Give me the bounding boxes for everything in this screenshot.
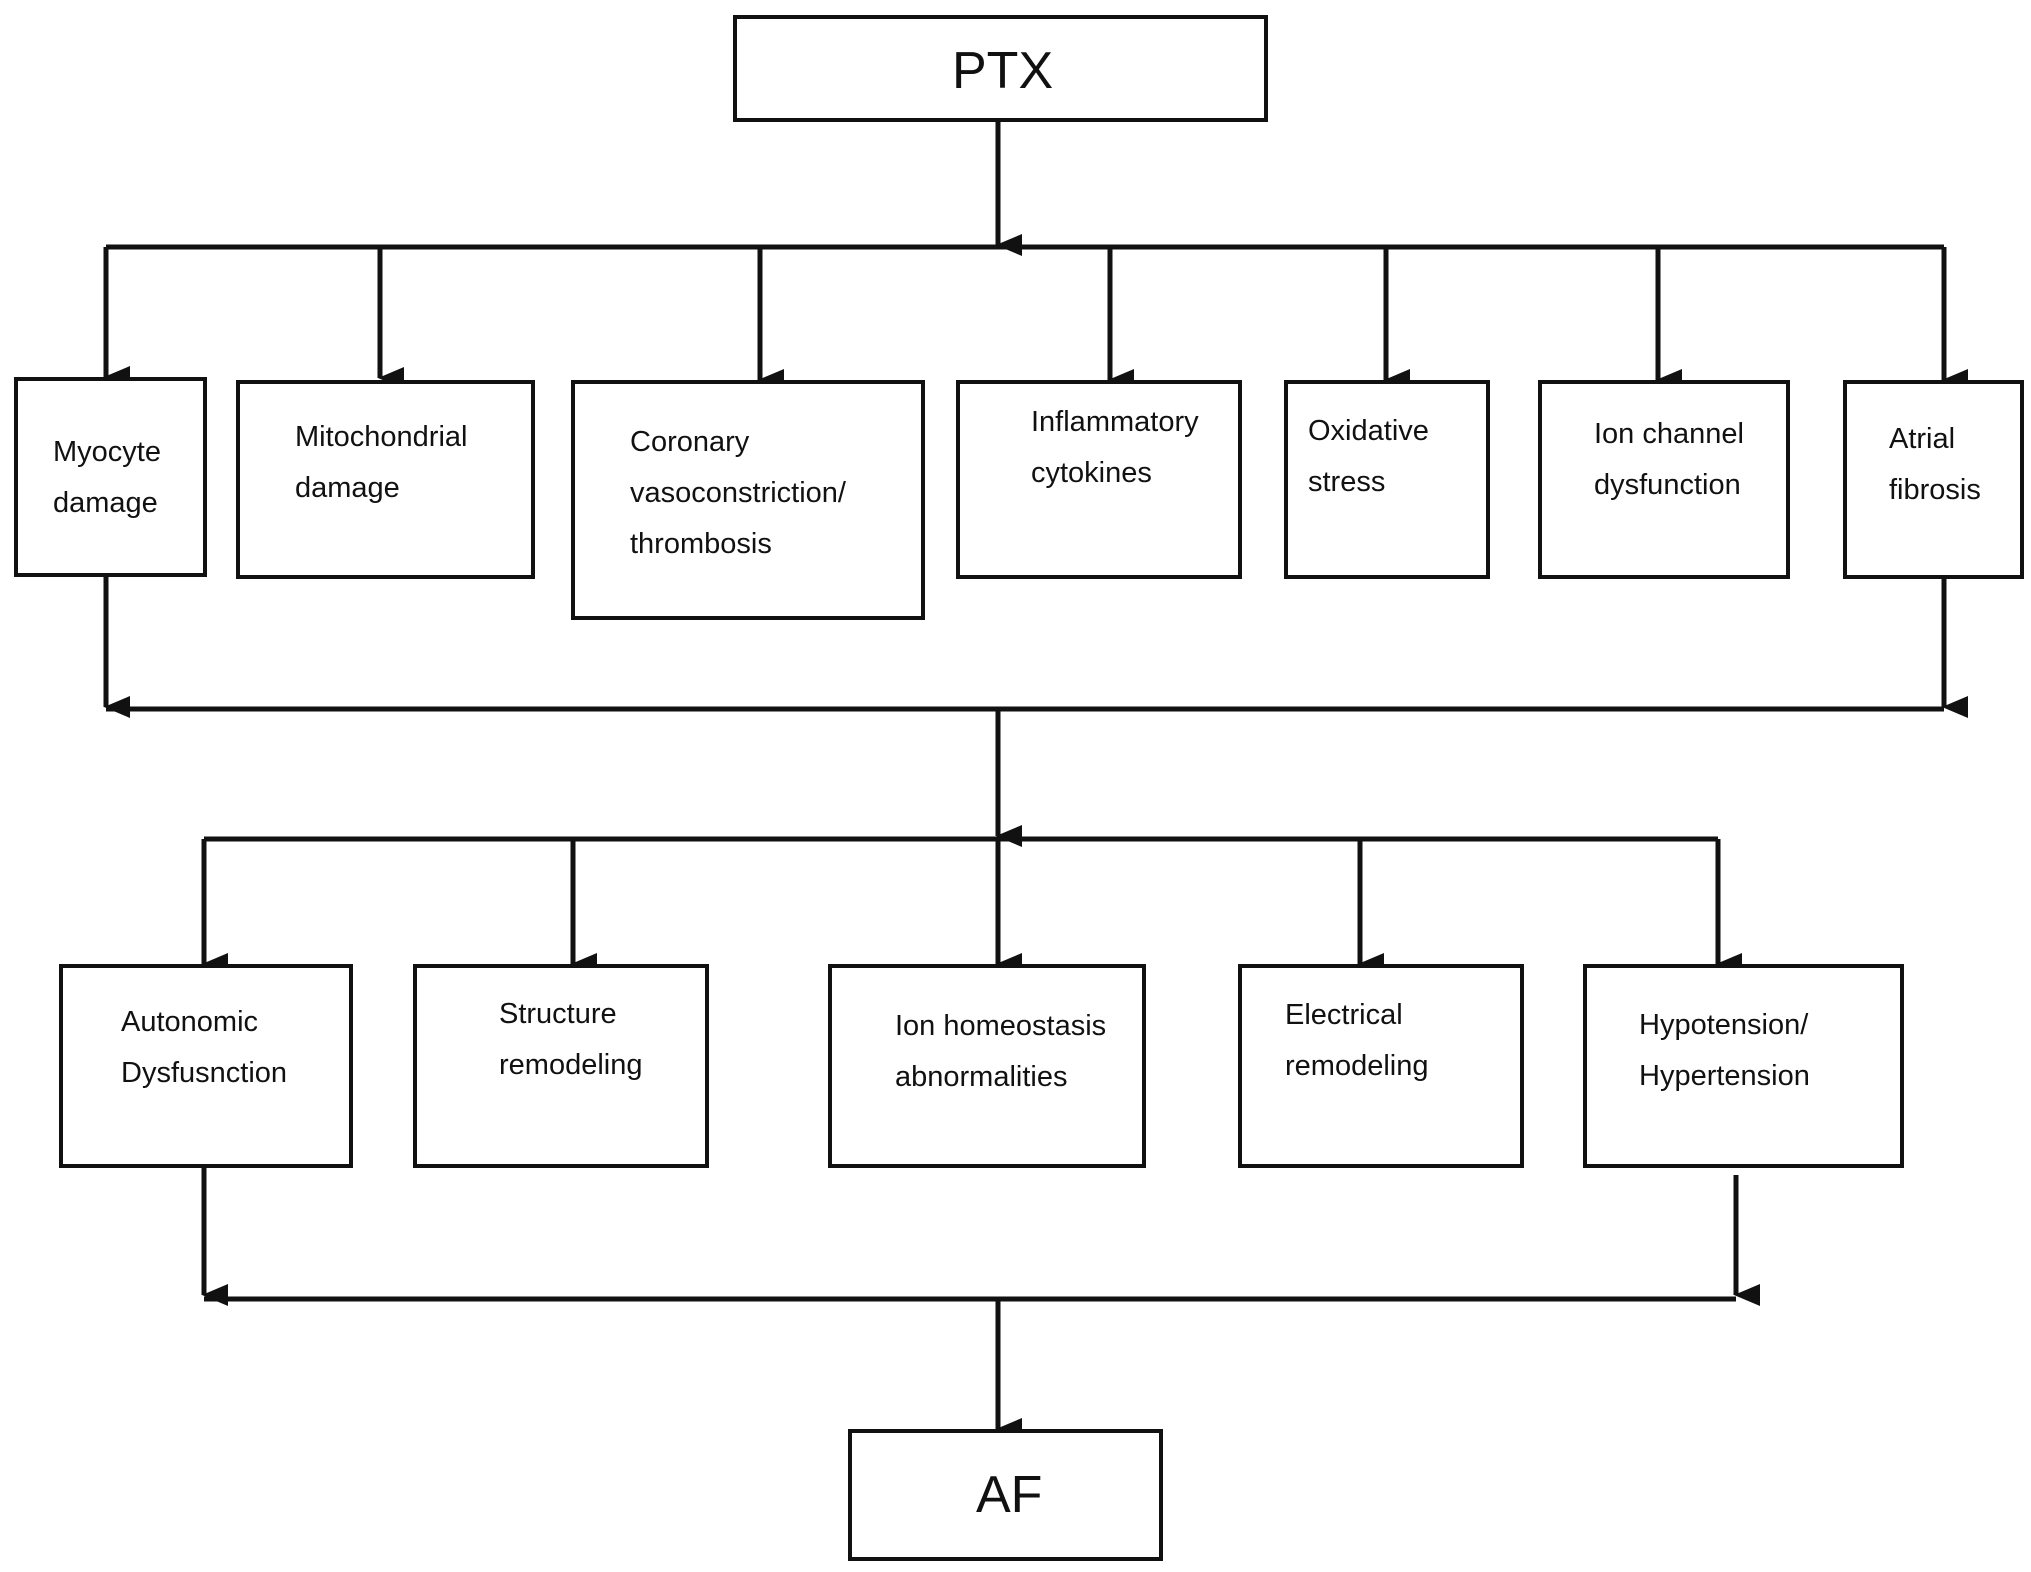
mechanism-label: Myocyte damage: [53, 436, 161, 519]
mechanism-box-inflammatory-cytokines: Inflammatory cytokines: [956, 380, 1242, 579]
mechanism-label: Ion channel dysfunction: [1594, 418, 1744, 501]
effect-box-structure-remodeling: Structure remodeling: [413, 964, 709, 1168]
mechanism-box-ion-channel-dysfunction: Ion channel dysfunction: [1538, 380, 1790, 579]
af-box: AF: [848, 1429, 1163, 1561]
effect-box-electrical-remodeling: Electrical remodeling: [1238, 964, 1524, 1168]
mechanism-box-myocyte-damage: Myocyte damage: [14, 377, 207, 577]
mechanism-box-oxidative-stress: Oxidative stress: [1284, 380, 1490, 579]
ptx-box: PTX: [733, 15, 1268, 122]
mechanism-label: Coronary vasoconstriction/ thrombosis: [630, 426, 846, 560]
mechanism-box-mitochondrial-damage: Mitochondrial damage: [236, 380, 535, 579]
mechanism-label: Inflammatory cytokines: [1031, 406, 1199, 489]
ptx-label: PTX: [952, 42, 1054, 100]
effect-label: Ion homeostasis abnormalities: [895, 1010, 1107, 1093]
mechanism-box-coronary-vasoconstriction: Coronary vasoconstriction/ thrombosis: [571, 380, 925, 620]
mechanism-label: Oxidative stress: [1308, 415, 1429, 498]
effect-label: Autonomic Dysfusnction: [121, 1006, 288, 1089]
mechanism-label: Atrial fibrosis: [1889, 423, 1981, 506]
effect-label: Hypotension/ Hypertension: [1639, 1009, 1810, 1092]
mechanism-box-atrial-fibrosis: Atrial fibrosis: [1843, 380, 2024, 579]
effect-box-hypotension-hypertension: Hypotension/ Hypertension: [1583, 964, 1904, 1168]
effect-box-autonomic-dysfunction: Autonomic Dysfusnction: [59, 964, 353, 1168]
effect-label: Electrical remodeling: [1285, 999, 1429, 1082]
effect-box-ion-homeostasis: Ion homeostasis abnormalities: [828, 964, 1146, 1168]
af-label: AF: [976, 1466, 1043, 1524]
mechanism-label: Mitochondrial damage: [295, 421, 468, 504]
effect-label: Structure remodeling: [499, 998, 643, 1081]
